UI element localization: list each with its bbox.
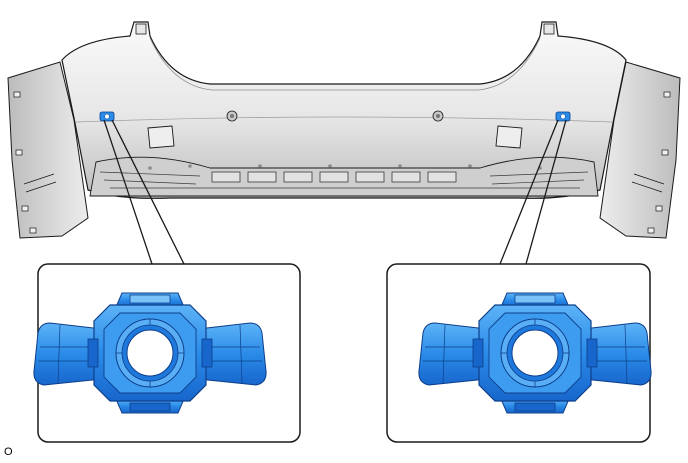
bumper-left-retainer-highlight <box>99 111 115 122</box>
bumper-left-side <box>7 61 89 239</box>
callout-line-right-b <box>525 119 567 265</box>
callout-lines <box>103 119 567 265</box>
bumper-face <box>61 21 627 199</box>
callout-line-left-b <box>111 119 185 265</box>
callout-line-right-a <box>499 119 559 265</box>
callout-line-left-a <box>103 119 153 265</box>
rear-bumper <box>7 21 681 239</box>
detail-panel-right <box>386 263 652 443</box>
figure-label: O <box>4 446 13 458</box>
detail-panel-left <box>33 263 301 443</box>
bumper-right-retainer-highlight <box>555 111 571 122</box>
